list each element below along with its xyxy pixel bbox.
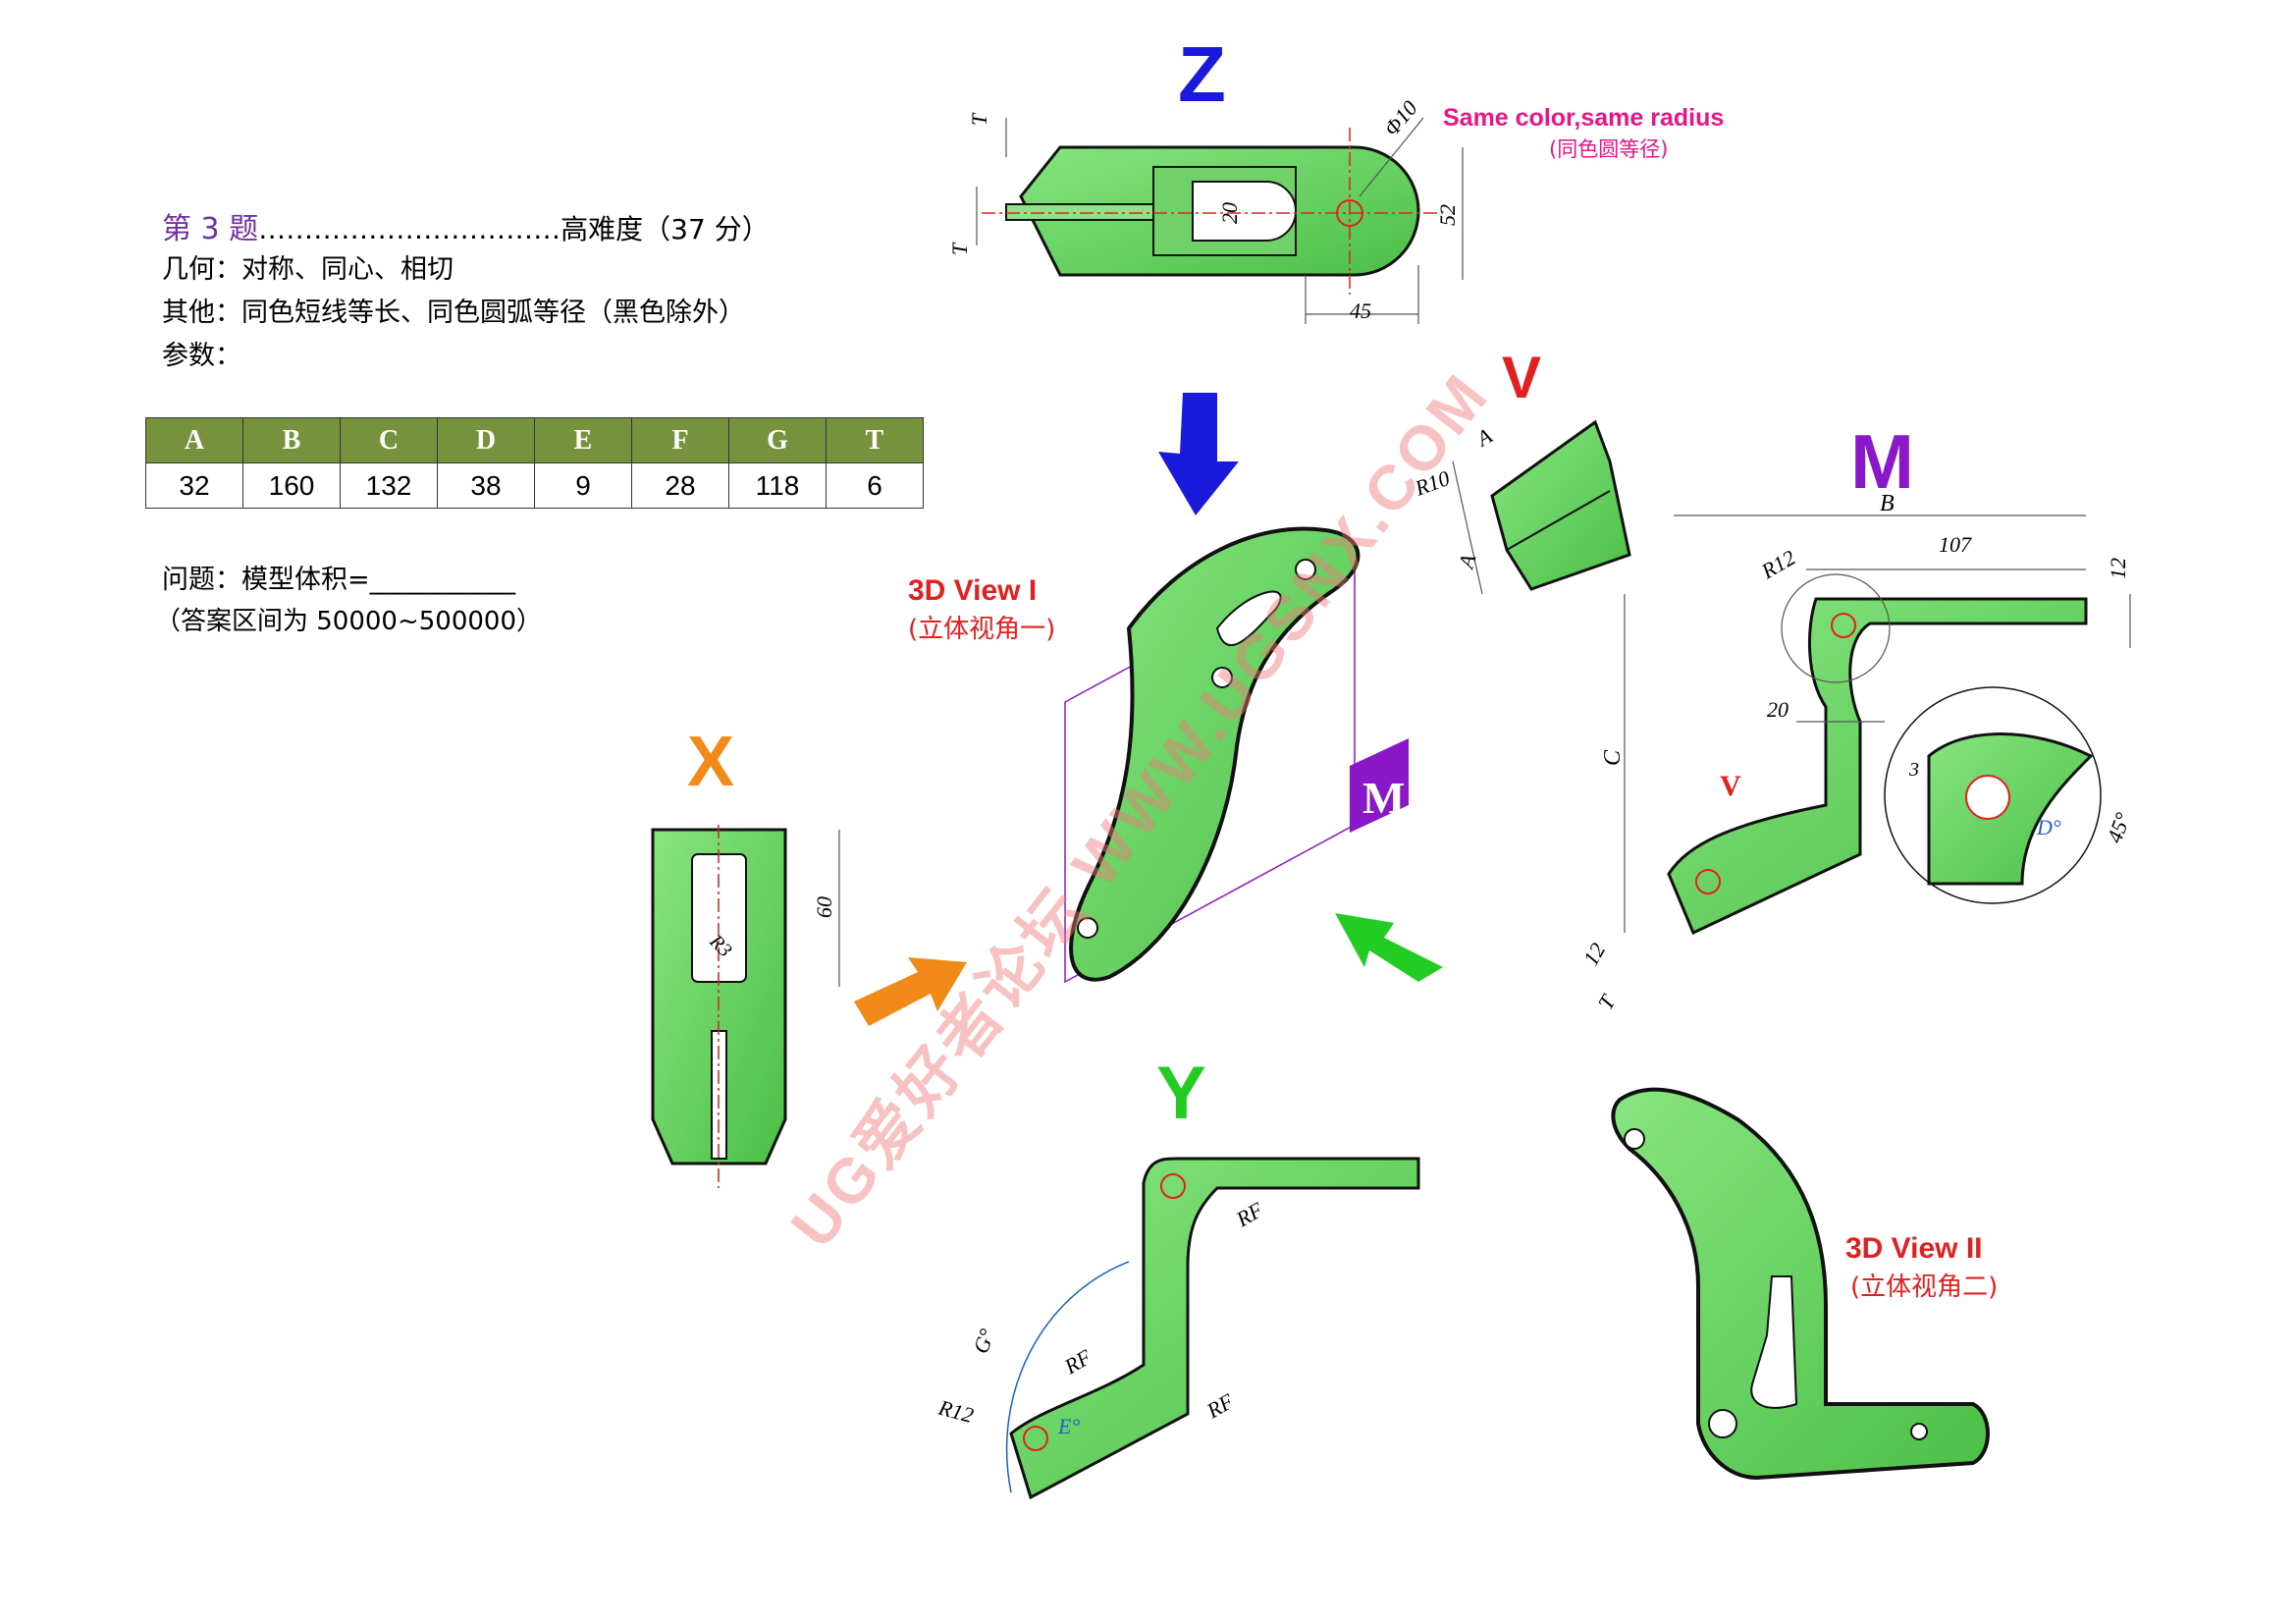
question-number: 第 3 题 bbox=[162, 212, 259, 246]
param-header: E bbox=[534, 417, 632, 463]
y-view-drawing: RF RF RF G° E° R12 bbox=[935, 1157, 1420, 1500]
view-label-m: M bbox=[1850, 418, 1914, 505]
same-color-note: Same color,same radius bbox=[1443, 104, 1725, 132]
dim-y-r12: R12 bbox=[935, 1394, 977, 1428]
param-value-row: 32 160 132 38 9 28 118 6 bbox=[145, 462, 924, 509]
param-value: 132 bbox=[340, 462, 438, 509]
same-color-note-sub: (同色圆等径) bbox=[1549, 137, 1669, 161]
view1-subtitle: (立体视角一) bbox=[908, 615, 1056, 644]
m-view-drawing: B 107 12 R12 20 C V 12 T 3 D° 45° bbox=[1578, 491, 2136, 1014]
view2-subtitle: (立体视角二) bbox=[1850, 1272, 1999, 1302]
dim-y-g: G° bbox=[968, 1326, 999, 1357]
param-header: D bbox=[437, 417, 535, 463]
param-value: 32 bbox=[145, 462, 243, 509]
problem-text: 问题：模型体积=___________ bbox=[162, 558, 515, 596]
param-value: 6 bbox=[826, 462, 924, 509]
dim-z-t-top: T bbox=[967, 112, 991, 126]
view2-title: 3D View II bbox=[1845, 1232, 1983, 1265]
y-direction-arrow bbox=[1335, 913, 1443, 982]
m-marker-letter: M bbox=[1362, 773, 1405, 823]
dim-x-60: 60 bbox=[812, 896, 836, 918]
dim-z-45: 45 bbox=[1350, 298, 1371, 323]
dim-v-a2: A bbox=[1453, 551, 1480, 572]
dim-z-20: 20 bbox=[1217, 202, 1242, 224]
x-direction-arrow bbox=[854, 957, 967, 1026]
dim-m-t: T bbox=[1593, 990, 1622, 1014]
param-header: F bbox=[631, 417, 729, 463]
view-label-y: Y bbox=[1156, 1052, 1206, 1135]
param-header: C bbox=[340, 417, 438, 463]
3d-view-1-drawing bbox=[1064, 526, 1361, 984]
view1-title: 3D View I bbox=[908, 574, 1038, 607]
param-header: G bbox=[728, 417, 827, 463]
title-dots: …………………………… bbox=[258, 213, 561, 245]
dim-m-12: 12 bbox=[2106, 558, 2130, 579]
view-label-z: Z bbox=[1178, 30, 1226, 118]
dim-m-12b: 12 bbox=[1578, 939, 1611, 970]
geometry-constraints: 几何：对称、同心、相切 bbox=[162, 254, 454, 285]
dim-z-t-left: T bbox=[947, 242, 972, 255]
param-value: 118 bbox=[728, 462, 827, 509]
dim-y-rf3: RF bbox=[1201, 1388, 1238, 1424]
param-value: 38 bbox=[437, 462, 535, 509]
view-label-v: V bbox=[1502, 345, 1542, 410]
view-label-x: X bbox=[687, 723, 735, 801]
params-label: 参数： bbox=[162, 341, 241, 371]
dim-m-107: 107 bbox=[1939, 532, 1972, 557]
z-view-drawing: T T Φ10 20 52 45 bbox=[947, 95, 1464, 324]
dim-m-45: 45° bbox=[2102, 809, 2135, 846]
parameter-table: A B C D E F G T 32 160 132 38 9 28 118 6 bbox=[145, 417, 924, 509]
dim-m-20: 20 bbox=[1767, 697, 1789, 722]
dim-y-rf2: RF bbox=[1059, 1344, 1095, 1380]
dim-m-c: C bbox=[1600, 749, 1626, 766]
param-header: T bbox=[826, 417, 924, 463]
param-value: 28 bbox=[631, 462, 729, 509]
difficulty-text: 高难度（37 分） bbox=[561, 213, 770, 245]
m-direction-marker: M bbox=[1350, 738, 1409, 833]
other-constraints: 其他：同色短线等长、同色圆弧等径（黑色除外） bbox=[162, 298, 745, 328]
param-value: 160 bbox=[242, 462, 341, 509]
dim-y-rf1: RF bbox=[1231, 1197, 1267, 1232]
v-view-drawing: A A R10 bbox=[1411, 419, 1631, 595]
param-header: B bbox=[242, 417, 341, 463]
dim-m-v: V bbox=[1720, 770, 1741, 802]
answer-range: （答案区间为 50000~500000） bbox=[155, 607, 543, 636]
dim-m-r12: R12 bbox=[1756, 545, 1799, 584]
dim-m-d: D° bbox=[2036, 815, 2061, 839]
dim-z-52: 52 bbox=[1435, 204, 1460, 226]
z-direction-arrow bbox=[1158, 393, 1239, 515]
dim-y-e: E° bbox=[1057, 1414, 1080, 1438]
x-view-drawing: 60 R3 bbox=[651, 825, 840, 1188]
dim-m-3: 3 bbox=[1908, 759, 1919, 781]
problem-label: 问题：模型体积= bbox=[162, 565, 370, 595]
param-header-row: A B C D E F G T bbox=[145, 417, 924, 463]
dim-m-b: B bbox=[1880, 491, 1895, 516]
answer-blank: ___________ bbox=[369, 565, 516, 595]
param-value: 9 bbox=[534, 462, 632, 509]
3d-view-2-drawing bbox=[1611, 1087, 1990, 1481]
question-title: 第 3 题……………………………高难度（37 分） bbox=[162, 204, 770, 247]
dim-z-phi10: Φ10 bbox=[1379, 95, 1422, 140]
